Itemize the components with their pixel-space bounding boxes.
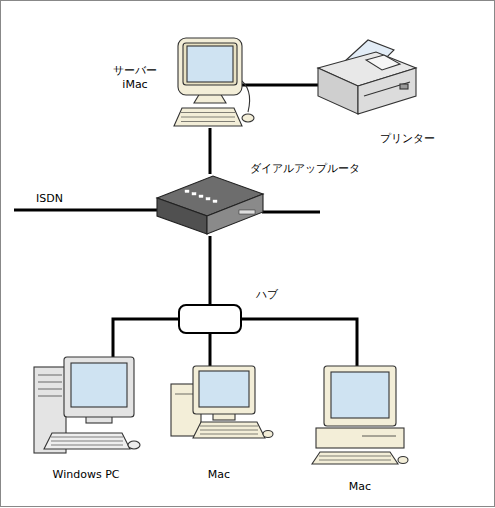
keyboard-keys <box>200 430 258 431</box>
keyboard-keys <box>51 437 123 438</box>
router-light <box>192 193 196 196</box>
keyboard-keys <box>200 434 258 435</box>
router: ダイアルアップルータ <box>155 174 265 236</box>
device-illustration <box>30 357 142 457</box>
monitor-screen <box>331 372 389 418</box>
drive-slot <box>38 396 62 397</box>
mouse <box>398 457 408 464</box>
keyboard-keys <box>181 121 235 122</box>
drive-slot <box>362 436 396 437</box>
network-cable <box>113 319 178 357</box>
router-panel <box>239 210 255 214</box>
router-light <box>199 195 203 198</box>
imac-bezel <box>183 43 237 85</box>
keyboard <box>312 452 398 464</box>
keyboard-keys <box>51 441 123 442</box>
network-cable <box>209 128 212 174</box>
keyboard-keys <box>319 460 391 461</box>
hub-box: ハブ <box>178 304 242 334</box>
device-illustration <box>318 40 418 115</box>
imac-body <box>178 38 242 95</box>
monitor-body <box>324 366 396 426</box>
keyboard-keys <box>181 117 235 118</box>
mouse <box>242 114 254 122</box>
imac-screen <box>187 46 233 82</box>
device-label: Mac <box>165 468 273 482</box>
device-illustration <box>312 366 408 466</box>
keyboard <box>174 108 242 126</box>
device-illustration <box>165 366 273 442</box>
device-label: サーバー iMac <box>106 64 164 92</box>
monitor-body <box>64 357 134 417</box>
router-light <box>206 198 210 201</box>
keyboard-keys <box>200 426 258 427</box>
mouse <box>263 431 273 438</box>
device-illustration <box>155 174 265 236</box>
device-label: Windows PC <box>30 468 142 482</box>
device-label: Mac <box>312 480 408 494</box>
device-label: ダイアルアップルータ <box>250 162 380 176</box>
keyboard <box>44 433 130 449</box>
client-computer: Mac <box>165 366 273 442</box>
line-label: ISDN <box>36 192 86 206</box>
keyboard-keys <box>181 112 235 113</box>
printer-slot <box>364 82 410 96</box>
isdn-line <box>14 209 157 212</box>
server-computer: サーバー iMac <box>172 38 242 128</box>
network-cable <box>242 84 318 87</box>
keyboard-keys <box>319 456 391 457</box>
printer-button <box>400 84 408 89</box>
printer-tray <box>366 55 400 70</box>
device-illustration <box>172 38 242 128</box>
mac-desktop-case <box>316 428 404 448</box>
drive-slot <box>38 375 62 376</box>
device-label: プリンター <box>380 132 450 146</box>
monitor-screen <box>199 371 249 407</box>
client-computer: Windows PC <box>30 357 142 457</box>
keyboard <box>193 422 265 438</box>
router-front <box>157 198 207 234</box>
printer-side <box>358 68 416 114</box>
printer: プリンター <box>318 40 418 115</box>
drive-slot <box>38 389 62 390</box>
line-stub <box>262 211 320 214</box>
monitor-body <box>193 366 255 414</box>
device-label: ハブ <box>256 288 296 302</box>
printer-front <box>318 68 358 114</box>
network-cable <box>209 236 212 304</box>
mouse <box>128 441 140 449</box>
network-cable <box>242 319 357 366</box>
keyboard-keys <box>51 445 123 446</box>
monitor-screen <box>71 363 127 407</box>
network-cable <box>209 334 212 366</box>
router-side <box>207 194 263 234</box>
router-light <box>213 200 217 203</box>
drive-slot <box>38 382 62 383</box>
router-light <box>185 190 189 193</box>
client-computer: Mac <box>312 366 408 466</box>
